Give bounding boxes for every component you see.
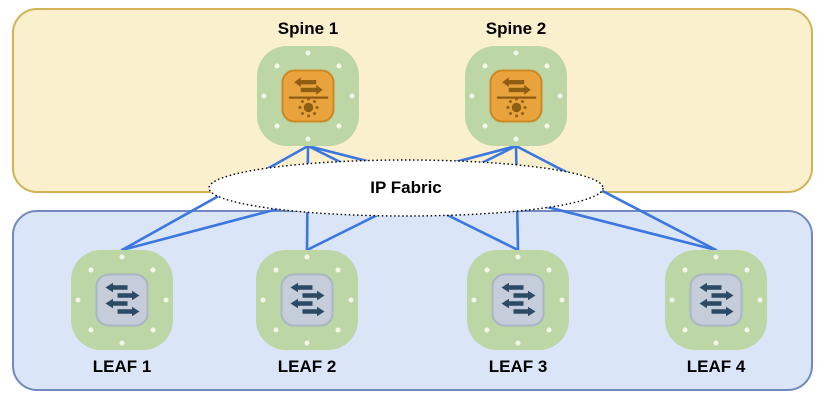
port-dot (513, 50, 519, 56)
port-dot (513, 136, 519, 142)
port-dot (260, 297, 266, 303)
port-dot (682, 327, 688, 333)
device-tile (665, 250, 767, 350)
spine-1-node: Spine 1 (257, 19, 359, 146)
port-dot (335, 267, 341, 273)
port-dot (757, 297, 763, 303)
spine-zone (12, 8, 813, 193)
port-dot (546, 327, 552, 333)
port-dot (119, 254, 125, 260)
port-dot (349, 93, 355, 99)
port-dot (669, 297, 675, 303)
leaf-1-label: LEAF 1 (92, 357, 152, 376)
port-dot (336, 123, 342, 129)
port-dot (682, 267, 688, 273)
device-tile (256, 250, 358, 350)
spine-2-node: Spine 2 (465, 19, 567, 146)
device-tile (465, 46, 567, 146)
port-dot (348, 297, 354, 303)
port-dot (336, 63, 342, 69)
port-dot (273, 267, 279, 273)
leaf-3-label: LEAF 3 (488, 357, 548, 376)
port-dot (163, 297, 169, 303)
device-tile (467, 250, 569, 350)
leaf-3-node: LEAF 3 (467, 250, 569, 376)
device-tile (71, 250, 173, 350)
port-dot (559, 297, 565, 303)
port-dot (515, 254, 521, 260)
switch-icon (689, 273, 743, 327)
port-dot (713, 254, 719, 260)
leaf-2-node: LEAF 2 (256, 250, 358, 376)
port-dot (713, 340, 719, 346)
port-dot (305, 50, 311, 56)
device-tile (257, 46, 359, 146)
port-dot (119, 340, 125, 346)
spine-1-label: Spine 1 (277, 19, 339, 38)
router-icon (281, 69, 335, 123)
port-dot (544, 123, 550, 129)
port-dot (88, 327, 94, 333)
port-dot (484, 267, 490, 273)
spine-2-label: Spine 2 (485, 19, 547, 38)
port-dot (484, 327, 490, 333)
port-dot (274, 63, 280, 69)
leaf-4-node: LEAF 4 (665, 250, 767, 376)
port-dot (471, 297, 477, 303)
port-dot (544, 63, 550, 69)
port-dot (557, 93, 563, 99)
switch-icon (95, 273, 149, 327)
port-dot (88, 267, 94, 273)
port-dot (274, 123, 280, 129)
port-dot (515, 340, 521, 346)
leaf-4-label: LEAF 4 (686, 357, 746, 376)
port-dot (744, 267, 750, 273)
port-dot (261, 93, 267, 99)
port-dot (482, 123, 488, 129)
switch-icon (491, 273, 545, 327)
port-dot (150, 267, 156, 273)
port-dot (304, 254, 310, 260)
switch-icon (280, 273, 334, 327)
port-dot (304, 340, 310, 346)
port-dot (75, 297, 81, 303)
port-dot (744, 327, 750, 333)
port-dot (335, 327, 341, 333)
port-dot (482, 63, 488, 69)
port-dot (273, 327, 279, 333)
leaf-2-label: LEAF 2 (277, 357, 337, 376)
ip-fabric-label: IP Fabric (370, 178, 442, 197)
port-dot (469, 93, 475, 99)
leaf-1-node: LEAF 1 (71, 250, 173, 376)
port-dot (150, 327, 156, 333)
router-icon (489, 69, 543, 123)
port-dot (305, 136, 311, 142)
port-dot (546, 267, 552, 273)
